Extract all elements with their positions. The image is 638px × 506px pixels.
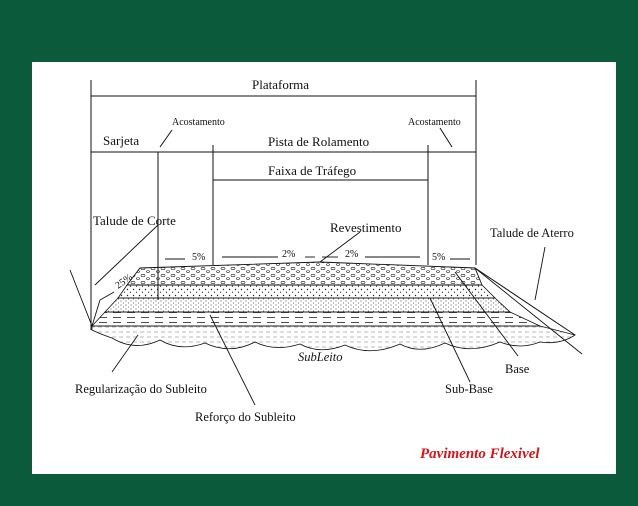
- diagram-title: Pavimento Flexivel: [420, 446, 540, 462]
- base-layer: [117, 284, 496, 299]
- label-talude-aterro: Talude de Aterro: [490, 226, 574, 240]
- label-slope-5-left: 5%: [192, 252, 205, 263]
- label-slope-2-left: 2%: [282, 249, 295, 260]
- reforco-layer: [91, 311, 541, 327]
- label-faixa: Faixa de Tráfego: [268, 163, 356, 178]
- label-talude-corte: Talude de Corte: [93, 213, 176, 228]
- label-sarjeta: Sarjeta: [103, 133, 139, 148]
- dimension-lines: [90, 80, 477, 330]
- label-reforco: Reforço do Subleito: [195, 410, 296, 424]
- label-acostamento-left: Acostamento: [172, 117, 225, 128]
- talude-aterro-slope: [474, 267, 576, 336]
- revestimento-layer: [126, 261, 483, 286]
- label-slope-2-right: 2%: [345, 249, 358, 260]
- slope-markers: [165, 256, 470, 260]
- label-subleito: SubLeito: [298, 350, 342, 364]
- leader-lines: [94, 224, 583, 406]
- diagram-labels: Plataforma Acostamento Acostamento Sarje…: [75, 77, 574, 462]
- talude-corte-slope: [69, 269, 115, 327]
- label-sub-base: Sub-Base: [445, 382, 493, 396]
- pavement-layers: [69, 261, 576, 352]
- subleito-ground: [91, 325, 576, 352]
- label-revestimento: Revestimento: [330, 220, 402, 235]
- label-slope-5-right: 5%: [432, 252, 445, 263]
- label-pista: Pista de Rolamento: [268, 134, 369, 149]
- label-regularizacao: Regularização do Subleito: [75, 382, 207, 396]
- sub-base-layer: [104, 297, 512, 313]
- label-acostamento-right: Acostamento: [408, 117, 461, 128]
- label-base: Base: [505, 362, 530, 376]
- label-plataforma: Plataforma: [252, 77, 309, 92]
